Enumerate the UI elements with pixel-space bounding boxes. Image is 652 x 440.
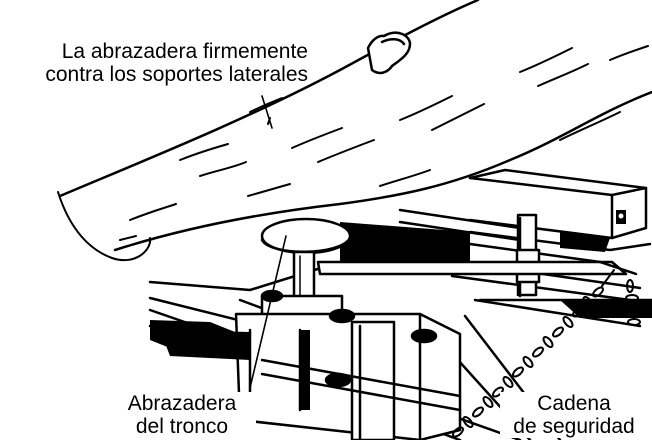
label-safety-chain-line2: de seguridad — [513, 415, 635, 438]
label-log-clamp: Abrazadera del tronco — [108, 392, 256, 438]
label-clamp-against-side-supports-line1: La abrazadera firmemente — [61, 40, 308, 63]
label-safety-chain: Cadena de seguridad — [500, 392, 648, 438]
log — [57, 0, 652, 261]
label-log-clamp-line1: Abrazadera — [127, 392, 237, 415]
label-clamp-against-side-supports: La abrazadera firmemente contra los sopo… — [4, 40, 308, 86]
carriage-frame — [340, 168, 652, 302]
label-clamp-against-side-supports-line2: contra los soportes laterales — [45, 63, 308, 86]
label-safety-chain-line1: Cadena — [537, 392, 611, 415]
safety-chain — [452, 269, 641, 438]
log-clamp — [160, 217, 638, 440]
label-log-clamp-line2: del tronco — [135, 415, 229, 438]
